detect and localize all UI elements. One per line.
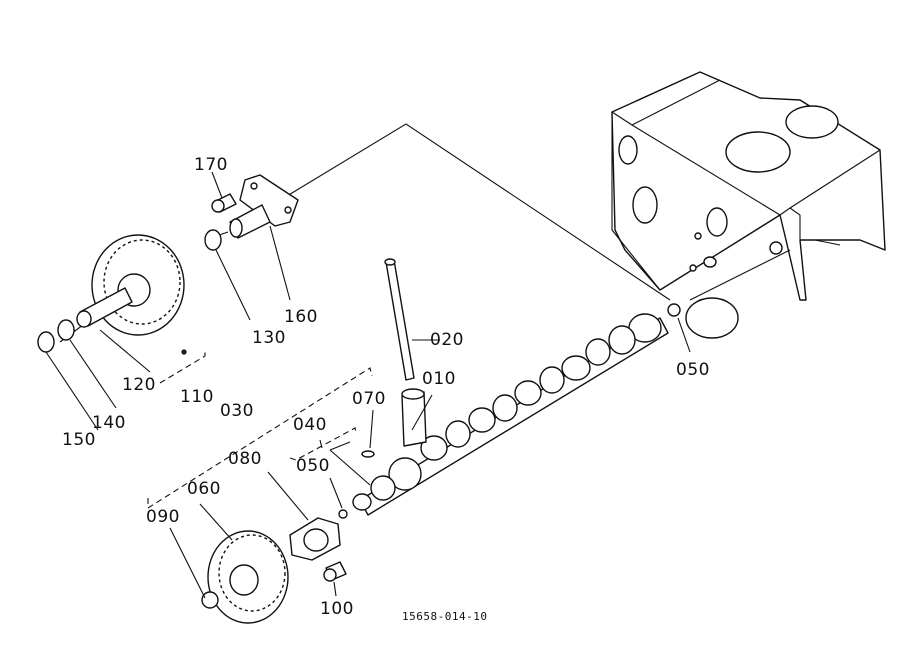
tappet [401, 388, 427, 447]
idle-gear-assembly [37, 234, 187, 355]
label-070: 070 [352, 389, 386, 409]
engine-lower-bore [685, 297, 739, 339]
group-brackets [147, 350, 373, 509]
cam-gear-060 [201, 530, 289, 624]
bolt-100 [323, 561, 347, 582]
label-140: 140 [92, 413, 126, 433]
pin-050-lower [338, 509, 348, 519]
label-080: 080 [228, 449, 262, 469]
label-090: 090 [146, 507, 180, 527]
label-010: 010 [422, 369, 456, 389]
label-150: 150 [62, 430, 96, 450]
camshaft [352, 303, 681, 516]
circlip-150 [37, 331, 55, 353]
label-leaders [45, 171, 691, 599]
label-120: 120 [122, 375, 156, 395]
thrust-plate-080 [289, 517, 341, 561]
engine-block [611, 71, 886, 339]
label-050-lower: 050 [296, 456, 330, 476]
label-060: 060 [187, 479, 221, 499]
drawing-code: 15658-014-10 [402, 610, 487, 623]
label-170: 170 [194, 155, 228, 175]
label-160: 160 [284, 307, 318, 327]
key-070 [361, 450, 375, 458]
circlip-090 [201, 591, 219, 609]
push-rod [384, 258, 440, 381]
collar-140 [57, 319, 75, 341]
bolt-170 [211, 193, 237, 213]
label-040: 040 [293, 415, 327, 435]
label-030: 030 [220, 401, 254, 421]
label-130: 130 [252, 328, 286, 348]
label-050-upper: 050 [676, 360, 710, 380]
thrust-washer-130 [204, 229, 222, 251]
part-labels: 170 160 130 020 010 050 070 120 110 030 … [62, 155, 710, 623]
label-100: 100 [320, 599, 354, 619]
shaft-plate-160 [229, 174, 299, 239]
pin-050-upper [667, 303, 681, 317]
label-020: 020 [430, 330, 464, 350]
label-110: 110 [180, 387, 214, 407]
